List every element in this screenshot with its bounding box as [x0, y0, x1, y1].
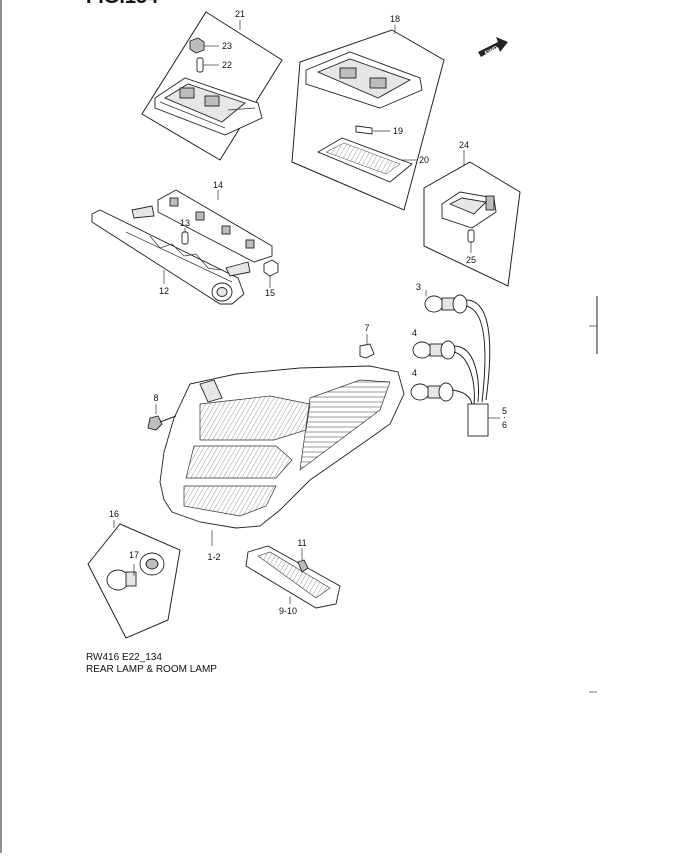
callout-22: 22: [222, 60, 232, 70]
figure-title: FIG.134: [86, 0, 159, 8]
callout-14: 14: [213, 180, 223, 190]
callout-5: 5: [502, 406, 507, 416]
callout-8: 8: [153, 393, 158, 403]
group-16-frame: [87, 523, 181, 639]
bulb-22: [196, 57, 204, 73]
high-mount-stop-lamp: 14 13 12 15: [91, 180, 279, 305]
bulb-4b: [410, 383, 430, 401]
group-21-room-lamp: 21 23 22: [141, 9, 283, 161]
callout-25: 25: [466, 255, 476, 265]
callout-16: 16: [109, 509, 119, 519]
callout-6: 6: [502, 420, 507, 430]
bulb-25: [467, 229, 475, 243]
bulb-13: [181, 231, 189, 245]
bulb-4a: [412, 341, 432, 359]
led-board-14: [157, 189, 273, 263]
reflector: 11 9-10: [245, 538, 341, 616]
fwd-arrow-icon: FWD: [478, 37, 508, 57]
callout-24: 24: [459, 140, 469, 150]
callout-4a: 4: [412, 328, 417, 338]
callout-1-2: 1-2: [207, 552, 220, 562]
callout-15: 15: [265, 288, 275, 298]
rear-combination-lamp: 1-2: [159, 365, 405, 562]
bulb-19: [355, 125, 373, 135]
callout-7: 7: [364, 323, 369, 333]
bulb-3: [424, 295, 444, 313]
callout-20: 20: [419, 155, 429, 165]
callout-11: 11: [297, 538, 306, 548]
nut-15: [263, 259, 279, 277]
callout-12: 12: [159, 286, 169, 296]
callout-13: 13: [180, 218, 190, 228]
callout-4b: 4: [412, 368, 417, 378]
callout-9-10: 9-10: [279, 606, 297, 616]
callout-18: 18: [390, 14, 400, 24]
callout-5-6-separator: ·: [503, 412, 506, 422]
cap-23: [189, 37, 205, 54]
socket-harness: 3 4 4 5 · 6: [410, 282, 507, 437]
group-18-room-lamp: 18 19 20: [291, 14, 445, 211]
callout-3: 3: [416, 282, 421, 292]
screw-8: 8: [147, 393, 177, 431]
group-24-lamp: 24 25: [423, 140, 521, 287]
callout-19: 19: [393, 126, 403, 136]
diagram-code: RW416 E22_134: [86, 652, 162, 663]
group-18-frame: [291, 29, 445, 211]
group-16-socket: 16 17: [87, 509, 181, 639]
group-21-frame: [141, 11, 283, 161]
diagram-caption: REAR LAMP & ROOM LAMP: [86, 664, 217, 675]
group-24-frame: [423, 161, 521, 287]
callout-17: 17: [129, 550, 139, 560]
screw-11: [297, 559, 309, 573]
callout-23: 23: [222, 41, 232, 51]
callout-21: 21: [235, 9, 245, 19]
harness-connector: [467, 403, 489, 437]
clip-7: 7: [359, 323, 375, 359]
